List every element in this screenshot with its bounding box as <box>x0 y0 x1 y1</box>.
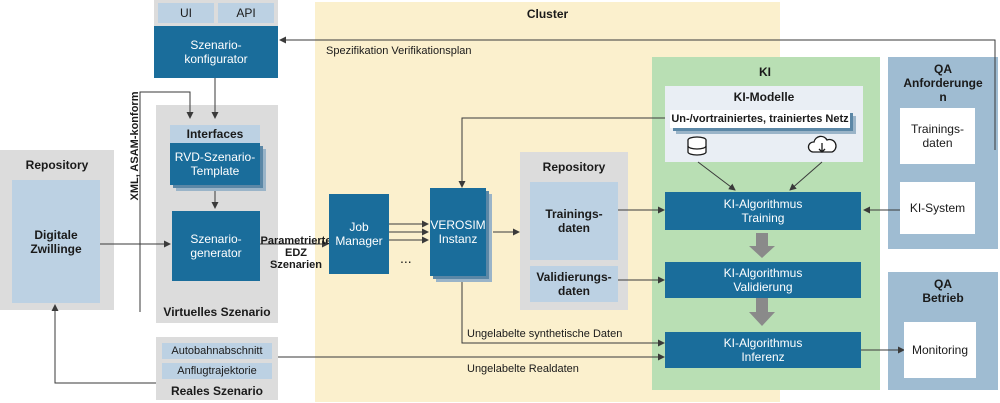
repository-left-title: Repository <box>25 158 89 172</box>
qa-requirements-title: QA Anforderunge n <box>903 62 983 104</box>
scenario-generator-box[interactable]: Szenario- generator <box>172 211 260 281</box>
approach-trajectory-box[interactable]: Anflugtrajektorie <box>162 363 272 379</box>
ki-validation-box[interactable]: KI-Algorithmus Validierung <box>665 262 861 298</box>
spec-plan-label: Spezifikation Verifikationsplan <box>326 45 472 57</box>
training-data-box[interactable]: Trainings- daten <box>530 182 618 260</box>
ui-tab[interactable]: UI <box>158 3 214 23</box>
validation-data-box[interactable]: Validierungs- daten <box>530 266 618 302</box>
block-arrow-training-validation <box>749 233 775 258</box>
interfaces-box[interactable]: Interfaces <box>170 125 260 143</box>
qa-training-data-box[interactable]: Trainings- daten <box>900 108 975 164</box>
database-icon <box>687 136 707 156</box>
api-tab[interactable]: API <box>218 3 274 23</box>
digital-twins-box[interactable]: Digitale Zwillinge <box>12 180 100 303</box>
arrow-real-twins <box>51 304 156 384</box>
ki-inference-box[interactable]: KI-Algorithmus Inferenz <box>665 332 861 368</box>
ki-models-title: KI-Modelle <box>733 90 795 104</box>
real-scenario-title: Reales Szenario <box>170 384 264 398</box>
monitoring-box[interactable]: Monitoring <box>904 322 976 378</box>
arrow-db-training <box>697 161 736 191</box>
synthetic-data-label: Ungelabelte synthetische Daten <box>467 328 623 340</box>
repository-right-title: Repository <box>542 160 606 174</box>
arrow-synthetic-inference <box>461 278 665 347</box>
arrow-cloud-training <box>789 161 823 191</box>
networks-box[interactable]: Un-/vortrainiertes, trainiertes Netz <box>670 110 850 128</box>
more-instances-dots: ... <box>400 250 412 266</box>
edz-scenarios-label: Parametrierte EDZ Szenarien <box>260 235 332 271</box>
rvd-template-box[interactable]: RVD-Szenario- Template <box>170 143 260 185</box>
cloud-download-icon <box>807 135 837 153</box>
virtual-scenario-title: Virtuelles Szenario <box>163 305 271 319</box>
qa-operation-title: QA Betrieb <box>922 277 964 305</box>
verosim-instance-box[interactable]: VEROSIM Instanz <box>430 188 486 276</box>
highway-section-box[interactable]: Autobahnabschnitt <box>162 343 272 359</box>
job-manager-box[interactable]: Job Manager <box>329 194 389 274</box>
scenario-configurator-box[interactable]: Szenario- konfigurator <box>154 26 278 78</box>
ki-training-box[interactable]: KI-Algorithmus Training <box>665 192 861 230</box>
cluster-title: Cluster <box>526 7 569 21</box>
arrow-xml <box>139 91 194 312</box>
ki-title: KI <box>759 65 771 79</box>
qa-ki-system-box[interactable]: KI-System <box>900 182 975 234</box>
arrow-spec-plan <box>279 36 996 150</box>
arrow-models-verosim <box>458 117 665 188</box>
real-data-label: Ungelabelte Realdaten <box>467 363 579 375</box>
block-arrow-validation-inference <box>749 298 775 326</box>
xml-label: XML, ASAM-konform <box>129 91 141 201</box>
